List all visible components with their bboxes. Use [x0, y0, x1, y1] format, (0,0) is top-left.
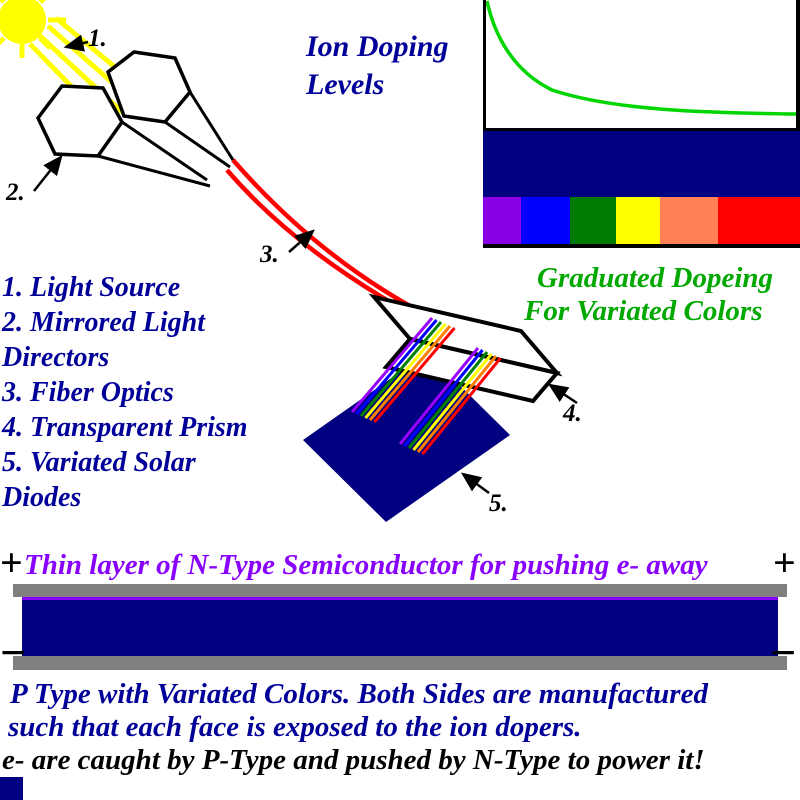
spectrum-line: [412, 353, 493, 451]
strip-segment-yellow: [616, 197, 660, 244]
strip-segment-violet: [483, 197, 521, 244]
spectrum-line: [368, 325, 452, 421]
spectrum-line: [373, 327, 456, 423]
spectrum-line: [398, 347, 480, 445]
doping-color-strip: [483, 197, 800, 244]
callout-2: 2.: [6, 179, 25, 206]
electrode-bar-bottom: [13, 656, 787, 670]
p-type-layer: [22, 600, 778, 656]
corner-square-artifact: [0, 777, 23, 800]
mirror-hexagon-1: [35, 84, 125, 158]
mirrored-light-directors: [35, 50, 235, 188]
callout-arrows: [33, 34, 578, 495]
legend-line-2: 2. Mirrored Light: [2, 307, 206, 338]
plus-terminal-right: +: [773, 540, 796, 585]
spectrum-line: [403, 349, 484, 447]
spectrum-line: [355, 319, 438, 415]
n-type-layer: [22, 597, 778, 600]
spectrum-line: [416, 355, 498, 453]
light-funnel-lines: [97, 91, 235, 188]
legend-line-7: Diodes: [2, 482, 82, 513]
legend-line-6: 5. Variated Solar: [2, 447, 196, 478]
doping-separator-top: [483, 128, 800, 131]
spectrum-group-1: [350, 317, 456, 423]
electrode-bar-top: [13, 584, 787, 597]
fiber-optic-1: [231, 158, 434, 320]
doping-separator-bottom: [483, 244, 800, 248]
arrow-5: [460, 472, 490, 495]
p-type-caption-line2: such that each face is exposed to the io…: [8, 711, 582, 743]
spectrum-line: [407, 351, 489, 449]
legend-line-5: 4. Transparent Prism: [2, 412, 248, 443]
spectrum-line: [364, 323, 447, 419]
strip-segment-orange: [660, 197, 718, 244]
doping-curve: [485, 0, 800, 116]
minus-terminal-right: −: [770, 627, 797, 678]
callout-1: 1.: [88, 25, 107, 52]
ion-doping-title-line1: Ion Doping: [306, 30, 449, 63]
graduated-doping-caption-line2: For Variated Colors: [524, 295, 763, 327]
arrow-4: [547, 383, 578, 405]
strip-segment-blue: [521, 197, 570, 244]
n-type-caption: Thin layer of N-Type Semiconductor for p…: [24, 549, 708, 581]
callout-3: 3.: [260, 241, 279, 268]
callout-4: 4.: [563, 400, 582, 427]
strip-segment-red: [718, 197, 800, 244]
arrow-1: [63, 34, 89, 52]
graduated-doping-caption-line1: Graduated Dopeing: [537, 262, 774, 294]
spectrum-group-2: [398, 347, 502, 455]
doping-axis-right: [796, 0, 800, 248]
legend-line-4: 3. Fiber Optics: [2, 377, 174, 408]
strip-segment-green: [570, 197, 616, 244]
doping-level-bar: [483, 131, 800, 197]
arrow-3: [288, 229, 315, 253]
legend-line-3: Directors: [2, 342, 110, 373]
spectrum-line: [359, 321, 443, 417]
arrow-2: [33, 155, 63, 192]
p-type-caption-line1: P Type with Variated Colors. Both Sides …: [10, 678, 708, 710]
diagram-legend: 1. Light Source 2. Mirrored Light Direct…: [2, 270, 248, 515]
ion-doping-title-line2: Levels: [306, 68, 385, 101]
plus-terminal-left: +: [0, 540, 23, 585]
minus-terminal-left: −: [0, 627, 27, 678]
footer-caption: e- are caught by P-Type and pushed by N-…: [2, 744, 705, 776]
spectrum-line: [421, 357, 502, 455]
spectrum-line: [350, 317, 434, 413]
legend-line-1: 1. Light Source: [2, 272, 181, 303]
doping-axis-left: [483, 0, 486, 248]
callout-5: 5.: [489, 490, 508, 517]
